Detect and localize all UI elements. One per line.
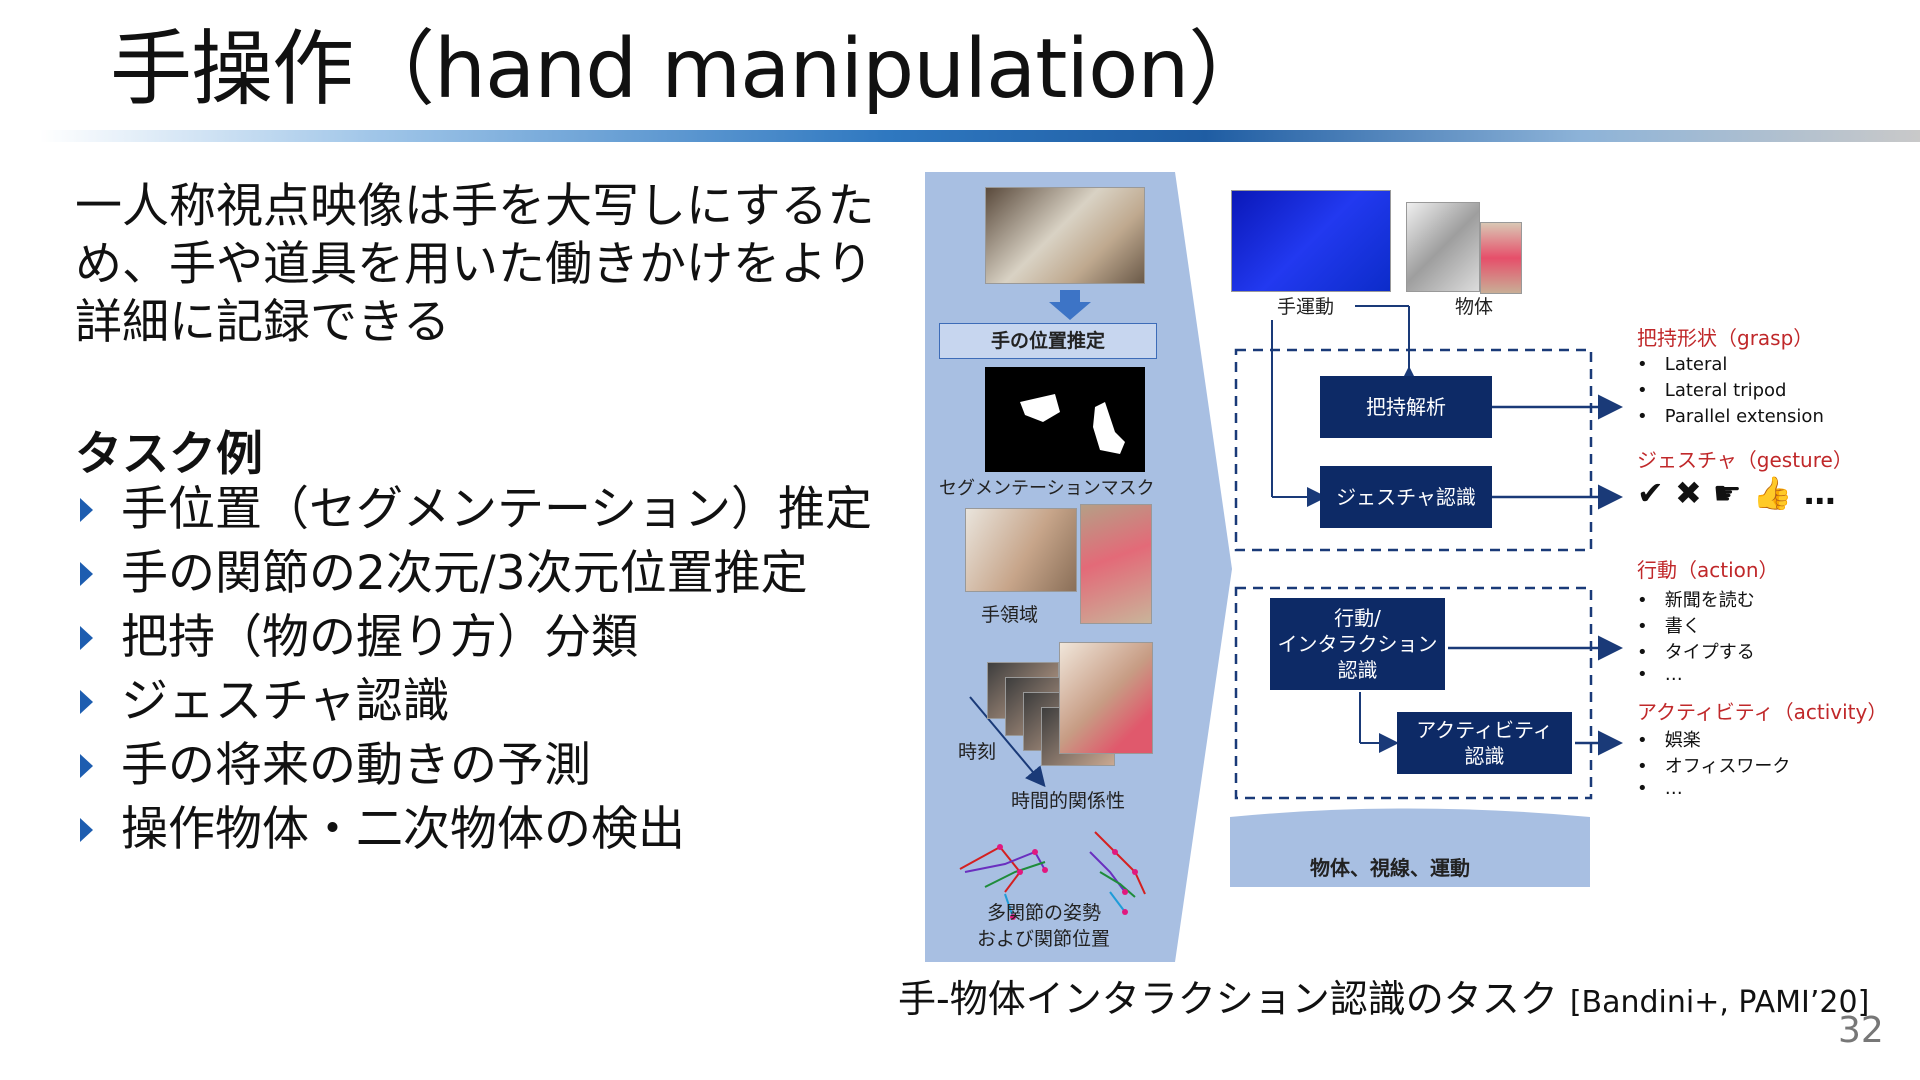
bullet-triangle-icon xyxy=(80,562,93,586)
bullet-triangle-icon xyxy=(80,818,93,842)
action-title: 行動（action） xyxy=(1637,558,1779,582)
grasp-item: Lateral tripod xyxy=(1664,380,1787,401)
temporal-relation-label: 時間的関係性 xyxy=(1011,790,1126,812)
list-item-text: 手の将来の動きの予測 xyxy=(121,738,591,793)
hand-motion-label: 手運動 xyxy=(1277,296,1335,318)
frame-stack-5 xyxy=(1059,642,1153,754)
grasp-title: 把持形状（grasp） xyxy=(1637,326,1814,350)
bullet-triangle-icon xyxy=(80,690,93,714)
dashed-region-bottom xyxy=(1234,586,1593,800)
activity-item: … xyxy=(1664,778,1683,799)
pose-skeletons xyxy=(959,831,1146,918)
caption-citation: [Bandini+, PAMI’20] xyxy=(1569,985,1870,1020)
grasp-item: Parallel extension xyxy=(1664,406,1824,427)
list-item: ジェスチャ認識 xyxy=(80,670,872,734)
list-item: 手の関節の2次元/3次元位置推定 xyxy=(80,542,872,606)
gesture-recognition-box: ジェスチャ認識 xyxy=(1320,466,1492,528)
list-item: 手位置（セグメンテーション）推定 xyxy=(80,478,872,542)
list-item-text: ジェスチャ認識 xyxy=(121,674,450,729)
task-list: 手位置（セグメンテーション）推定 手の関節の2次元/3次元位置推定 把持（物の握… xyxy=(80,478,872,862)
list-item-text: 操作物体・二次物体の検出 xyxy=(121,802,685,857)
time-label: 時刻 xyxy=(958,741,997,763)
action-item: … xyxy=(1664,664,1683,685)
list-item-text: 手の関節の2次元/3次元位置推定 xyxy=(121,546,808,601)
bullet-triangle-icon xyxy=(80,626,93,650)
activity-box-line1: アクティビティ xyxy=(1416,718,1553,742)
hand-region-image-2 xyxy=(1080,504,1152,624)
title-underline xyxy=(40,130,1920,142)
hand-object-task-figure: 手の位置推定 セグメンテーションマスク 手領域 時刻 時間的関係性 多関節の姿勢… xyxy=(925,172,1888,972)
list-item: 操作物体・二次物体の検出 xyxy=(80,798,872,862)
action-box-line1: 行動/ xyxy=(1334,606,1381,630)
pose-label-line2: および関節位置 xyxy=(977,928,1111,950)
list-item: 把持（物の握り方）分類 xyxy=(80,606,872,670)
action-recognition-box: 行動/ インタラクション 認識 xyxy=(1270,598,1445,690)
activity-recognition-box: アクティビティ 認識 xyxy=(1397,712,1572,774)
action-box-line2: インタラクション xyxy=(1277,632,1438,656)
object-label: 物体 xyxy=(1455,296,1494,318)
figure-caption: 手-物体インタラクション認識のタスク [Bandini+, PAMI’20] xyxy=(898,968,1869,1023)
activity-title: アクティビティ（activity） xyxy=(1637,700,1888,724)
page-number: 32 xyxy=(1838,1010,1884,1051)
action-item: タイプする xyxy=(1664,642,1755,663)
pose-label-line1: 多関節の姿勢 xyxy=(987,902,1102,924)
segmentation-mask-label: セグメンテーションマスク xyxy=(939,478,1155,499)
slide-title: 手操作（hand manipulation） xyxy=(110,22,1270,117)
grasp-analysis-box: 把持解析 xyxy=(1320,376,1492,438)
caption-text: 手-物体インタラクション認識のタスク xyxy=(898,977,1558,1021)
activity-item: 娯楽 xyxy=(1664,730,1701,751)
dashed-region-top xyxy=(1234,348,1593,552)
bullet-triangle-icon xyxy=(80,498,93,522)
activity-box-line2: 認識 xyxy=(1464,744,1505,768)
activity-item: オフィスワーク xyxy=(1664,756,1791,777)
gesture-symbols: ✔ ✖ ☛ 👍 … xyxy=(1637,474,1836,512)
action-item: 新聞を読む xyxy=(1664,590,1755,611)
action-box-line3: 認識 xyxy=(1337,658,1378,682)
hand-region-label: 手領域 xyxy=(981,604,1039,626)
list-item: 手の将来の動きの予測 xyxy=(80,734,872,798)
list-item-text: 手位置（セグメンテーション）推定 xyxy=(121,482,873,537)
grasp-item: Lateral xyxy=(1664,354,1728,375)
object-image-2 xyxy=(1480,222,1522,294)
figure-graphics xyxy=(925,172,1623,962)
hand-motion-image xyxy=(1231,190,1391,292)
object-image-1 xyxy=(1406,202,1480,292)
hand-position-box: 手の位置推定 xyxy=(939,323,1157,359)
task-heading: タスク例 xyxy=(75,427,263,482)
action-item: 書く xyxy=(1664,616,1701,637)
bullet-triangle-icon xyxy=(80,754,93,778)
bottom-bar xyxy=(1230,808,1590,887)
hand-region-image-1 xyxy=(965,508,1077,592)
gesture-title: ジェスチャ（gesture） xyxy=(1637,448,1853,472)
segmentation-mask-image xyxy=(985,367,1145,472)
list-item-text: 把持（物の握り方）分類 xyxy=(121,610,638,665)
bottom-bar-label: 物体、視線、運動 xyxy=(1310,856,1470,880)
intro-text: 一人称視点映像は手を大写しにするため、手や道具を用いた働きかけをより詳細に記録で… xyxy=(75,179,875,350)
egocentric-frame-image xyxy=(985,187,1145,284)
